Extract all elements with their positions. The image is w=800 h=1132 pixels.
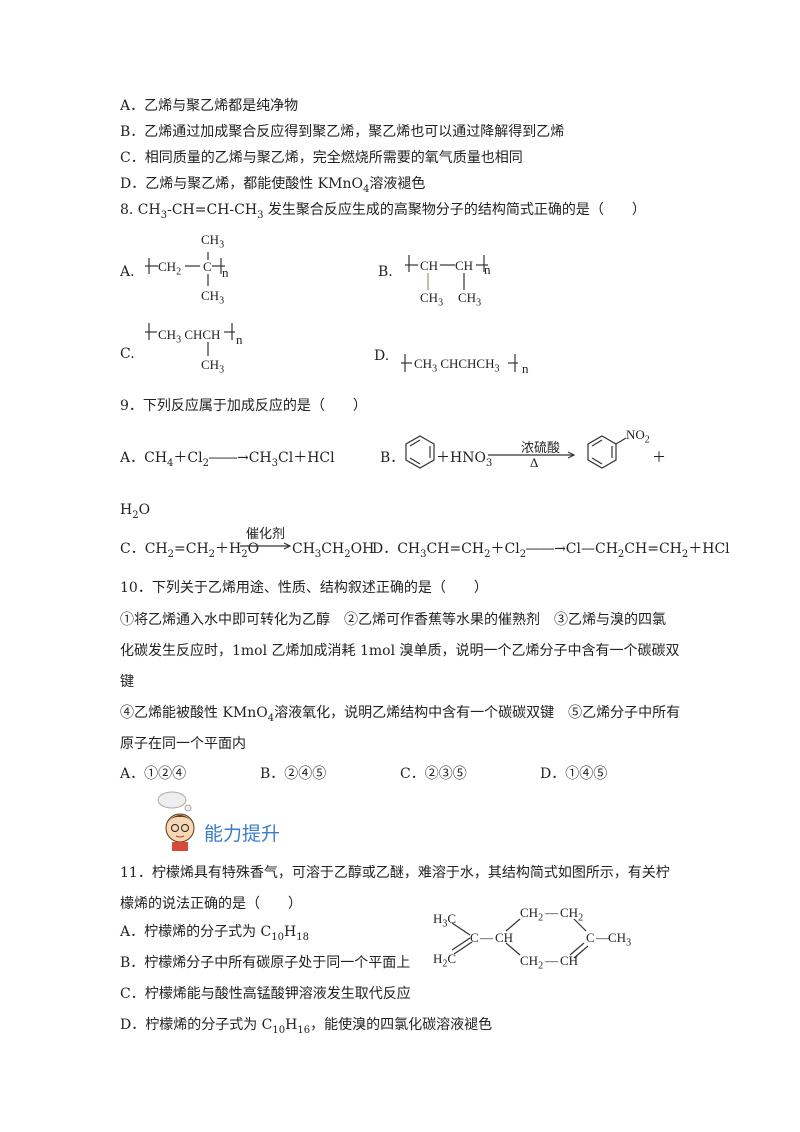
q11-option-c: C．柠檬烯能与酸性高锰酸钾溶液发生取代反应	[120, 986, 411, 1002]
q8-label-b: B.	[378, 264, 393, 280]
q10-option-d: D．①④⑤	[540, 766, 608, 782]
q7-option-c: C．相同质量的乙烯与聚乙烯，完全燃烧所需要的氧气质量也相同	[120, 150, 523, 166]
q10-statement-line-4: ④乙烯能被酸性 KMnO4溶液氧化，说明乙烯结构中含有一个碳碳双键 ⑤乙烯分子中…	[120, 705, 681, 724]
catalyst-arrow	[240, 542, 292, 550]
section-title: 能力提升	[204, 823, 281, 845]
q9-option-d: D．CH3CH=CH2＋Cl2――→Cl—CH2CH=CH2＋HCl	[372, 541, 730, 560]
q11-stem-line-1: 11．柠檬烯具有特殊香气，可溶于乙醇或乙醚，难溶于水，其结构简式如图所示，有关柠	[120, 865, 670, 881]
q8-label-c: C.	[120, 346, 135, 362]
q8-label-d: D.	[374, 348, 390, 364]
q9-stem: 9．下列反应属于加成反应的是（ ）	[120, 398, 367, 414]
benzene-ring-reactant	[405, 435, 435, 469]
q10-option-b: B．②④⑤	[260, 766, 327, 782]
q11-option-b: B．柠檬烯分子中所有碳原子处于同一个平面上	[120, 955, 411, 971]
q7-option-d: D．乙烯与聚乙烯，都能使酸性 KMnO4溶液褪色	[120, 176, 426, 195]
reaction-arrow	[488, 451, 576, 459]
q8-stem: 8. CH3-CH=CH-CH3 发生聚合反应生成的高聚物分子的结构简式正确的是…	[120, 202, 646, 221]
q9-option-a: A．CH4＋Cl2――→CH3Cl＋HCl	[120, 450, 335, 469]
q7-option-a: A．乙烯与聚乙烯都是纯净物	[120, 98, 299, 114]
q10-option-a: A．①②④	[120, 766, 187, 782]
q10-statement-line-3: 键	[120, 674, 134, 690]
benzene-ring-product	[587, 435, 627, 469]
q10-statement-line-2: 化碳发生反应时，1mol 乙烯加成消耗 1mol 溴单质，说明一个乙烯分子中含有…	[120, 643, 680, 659]
q10-statement-line-1: ①将乙烯通入水中即可转化为乙醇 ②乙烯可作香蕉等水果的催熟剂 ③乙烯与溴的四氯	[120, 612, 666, 628]
q11-option-d: D．柠檬烯的分子式为 C10H16，能使溴的四氯化碳溶液褪色	[120, 1017, 493, 1036]
q10-stem: 10．下列关于乙烯用途、性质、结构叙述正确的是（ ）	[120, 580, 488, 596]
q7-option-b: B．乙烯通过加成聚合反应得到聚乙烯，聚乙烯也可以通过降解得到乙烯	[120, 124, 565, 140]
q10-statement-line-5: 原子在同一个平面内	[120, 736, 246, 752]
q10-option-c: C．②③⑤	[400, 766, 467, 782]
cartoon-student-icon	[157, 791, 195, 851]
q11-stem-line-2: 檬烯的说法正确的是（ ）	[120, 896, 302, 912]
q11-option-a: A．柠檬烯的分子式为 C10H18	[120, 924, 309, 943]
q8-label-a: A.	[120, 264, 135, 280]
